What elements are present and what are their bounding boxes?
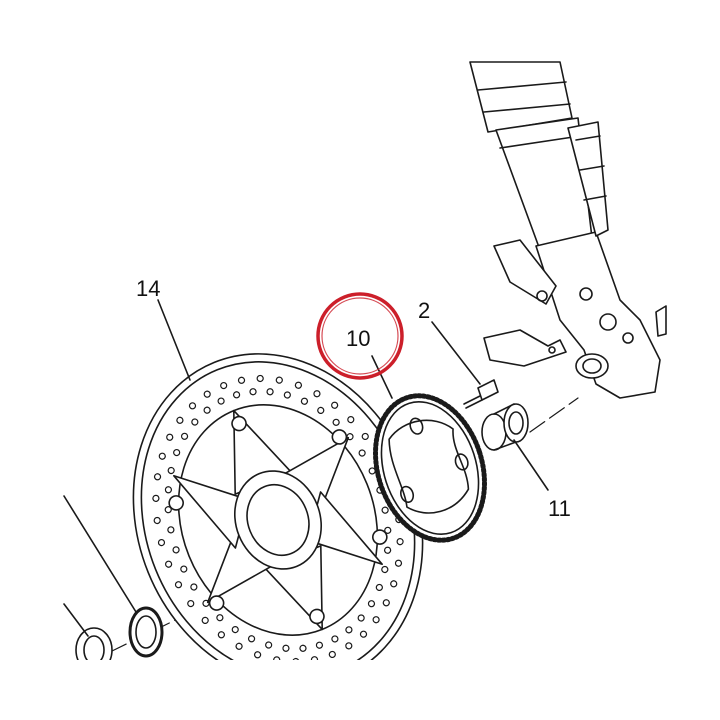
disc-hole (282, 644, 290, 652)
leader-10 (371, 355, 393, 399)
disc-hole (256, 374, 264, 383)
disc-hole (203, 390, 211, 398)
disc-hole (273, 656, 281, 660)
disc-hole (157, 538, 166, 547)
disc-hole (217, 631, 225, 639)
disc-hole (235, 642, 243, 650)
disc-hole (394, 559, 403, 567)
disc-hole (381, 506, 389, 514)
disc-hole (174, 581, 183, 589)
disc-hole (331, 401, 339, 409)
bearing (75, 627, 113, 660)
disc-hole (396, 538, 404, 546)
leader-2 (431, 321, 481, 385)
disc-hole (232, 391, 241, 399)
disc-hole (310, 656, 319, 660)
leader-bearing (63, 603, 89, 637)
disc-hole (203, 406, 211, 414)
disc-hole (201, 616, 209, 624)
disc-hole (375, 583, 383, 592)
disc-hole (367, 600, 376, 608)
disc-hole (332, 418, 340, 426)
disc-hole (292, 657, 300, 660)
disc-hole (190, 583, 198, 591)
disc-hole (166, 433, 174, 441)
disc-hole (217, 397, 225, 405)
callout-10: 10 (346, 326, 370, 351)
abs-tone-ring (373, 393, 487, 543)
leader-seal (63, 495, 137, 613)
disc-hole (187, 599, 195, 608)
disc-hole (237, 376, 246, 384)
disc-hole (220, 381, 228, 390)
disc-hole (315, 641, 324, 649)
disc-hole (294, 381, 303, 389)
disc-hole (167, 526, 175, 534)
disc-hole (317, 406, 325, 415)
callout-14: 14 (136, 276, 160, 301)
disc-hole (180, 432, 189, 440)
disc-hole (247, 635, 256, 643)
disc-hole (345, 642, 353, 650)
disc-hole (382, 599, 390, 607)
callout-2: 2 (418, 298, 430, 323)
disc-hole (381, 565, 389, 574)
disc-hole (249, 388, 257, 396)
disc-hole (384, 546, 392, 554)
disc-hole (345, 626, 353, 634)
disc-hole (313, 390, 321, 398)
disc-hole (266, 388, 274, 396)
disc-hole (299, 644, 307, 652)
disc-hole (153, 516, 161, 525)
disc-hole (347, 416, 355, 424)
disc-hole (300, 397, 309, 405)
disc-hole (390, 580, 398, 588)
leader-11 (513, 439, 549, 491)
disc-hole (216, 614, 224, 622)
disc-hole (328, 650, 336, 659)
disc-hole (191, 418, 199, 426)
disc-hole (357, 614, 365, 622)
oil-seal (128, 606, 164, 658)
disc-hole (358, 449, 366, 457)
fork-leg (469, 61, 667, 399)
disc-hole (275, 376, 283, 384)
disc-hole (331, 635, 339, 643)
disc-hole (176, 416, 184, 424)
disc-hole (265, 641, 273, 649)
disc-hole (359, 630, 368, 638)
disc-hole (173, 448, 181, 457)
disc-hole (283, 391, 291, 399)
highlight-ring (316, 292, 404, 380)
disc-hole (153, 473, 162, 481)
bolt (463, 379, 499, 409)
leader-14 (157, 299, 191, 381)
disc-hole (361, 432, 369, 441)
disc-hole (164, 486, 172, 494)
disc-hole (231, 625, 239, 634)
disc-hole (180, 565, 188, 573)
disc-hole (167, 466, 175, 475)
disc-hole (372, 616, 380, 624)
brake-disc (132, 353, 424, 660)
disc-hole (164, 560, 173, 568)
disc-hole (188, 402, 197, 410)
spacer (481, 403, 529, 451)
disc-hole (172, 546, 180, 554)
callout-11: 11 (548, 496, 571, 521)
disc-hole (152, 494, 160, 502)
disc-hole (158, 452, 166, 460)
disc-hole (253, 651, 262, 659)
